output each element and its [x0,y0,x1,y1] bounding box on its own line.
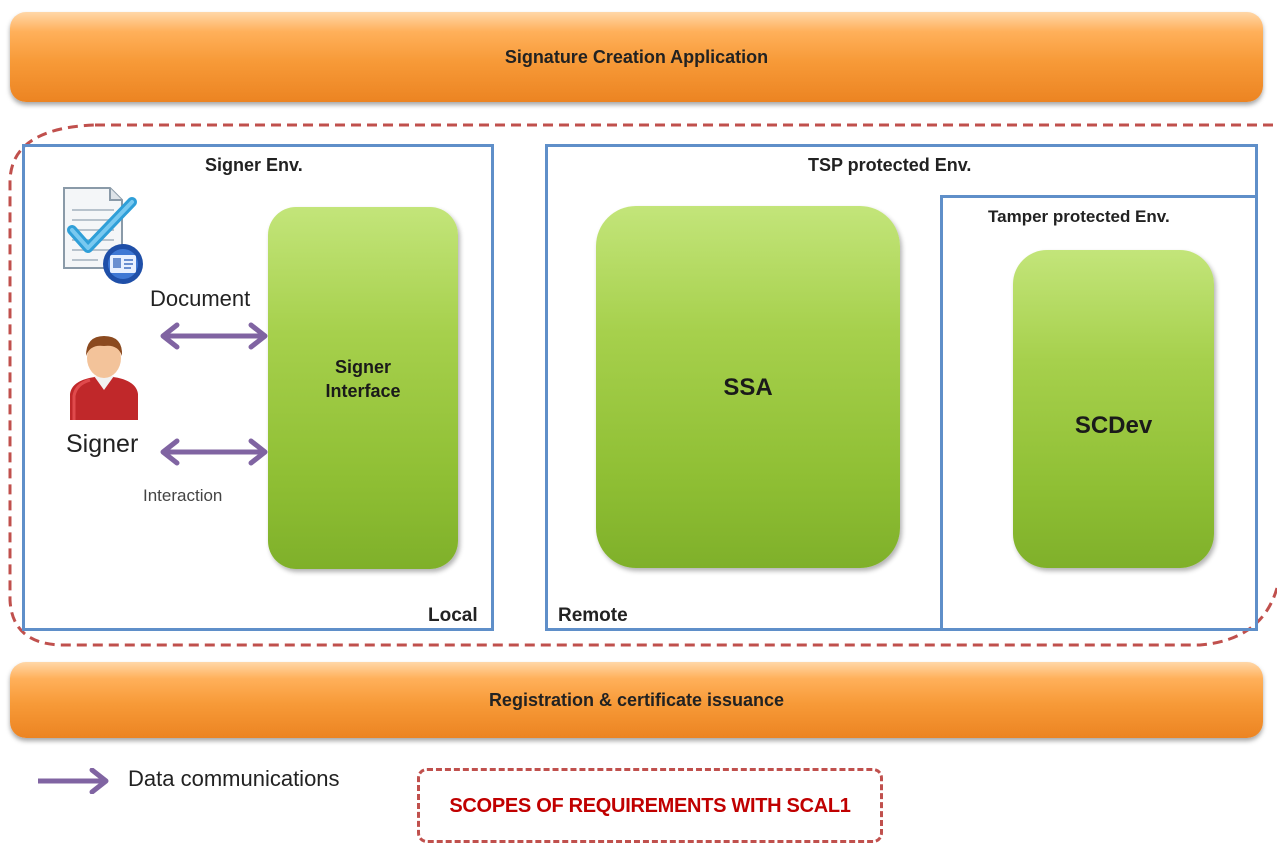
document-label: Document [150,286,251,311]
legend-arrow-icon [38,768,109,794]
interaction-data-arrow [160,438,268,466]
signer-interface-line1: Signer [334,357,391,377]
scdev-label: SCDev [1074,412,1153,439]
scope-note-box: SCOPES OF REQUIREMENTS WITH SCAL1 [417,768,883,843]
person-icon [70,336,138,420]
interaction-label: Interaction [143,486,223,505]
signer-interface-line2: Interface [325,381,401,401]
signer-env-title: Signer Env. [205,155,303,175]
registration-certificate-label: Registration & certificate issuance [488,689,785,710]
document-data-arrow [160,322,268,350]
signer-interface-box: Signer Interface [268,207,458,569]
legend-label: Data communications [128,766,340,791]
signer-label: Signer [66,430,139,458]
tamper-env-title: Tamper protected Env. [988,207,1170,226]
ssa-label: SSA [723,374,773,401]
ssa-box: SSA [596,206,900,568]
document-check-icon [63,187,143,284]
signature-creation-application-label: Signature Creation Application [504,46,769,67]
local-label: Local [428,605,478,626]
signer-env-box [22,144,494,631]
scope-note-label: SCOPES OF REQUIREMENTS WITH SCAL1 [449,795,851,817]
signature-creation-application-bar: Signature Creation Application [10,12,1263,102]
tsp-env-title: TSP protected Env. [808,155,972,175]
registration-certificate-bar: Registration & certificate issuance [10,662,1263,738]
tamper-env-box [940,195,1258,631]
remote-label: Remote [558,605,628,626]
scdev-box: SCDev [1013,250,1214,568]
